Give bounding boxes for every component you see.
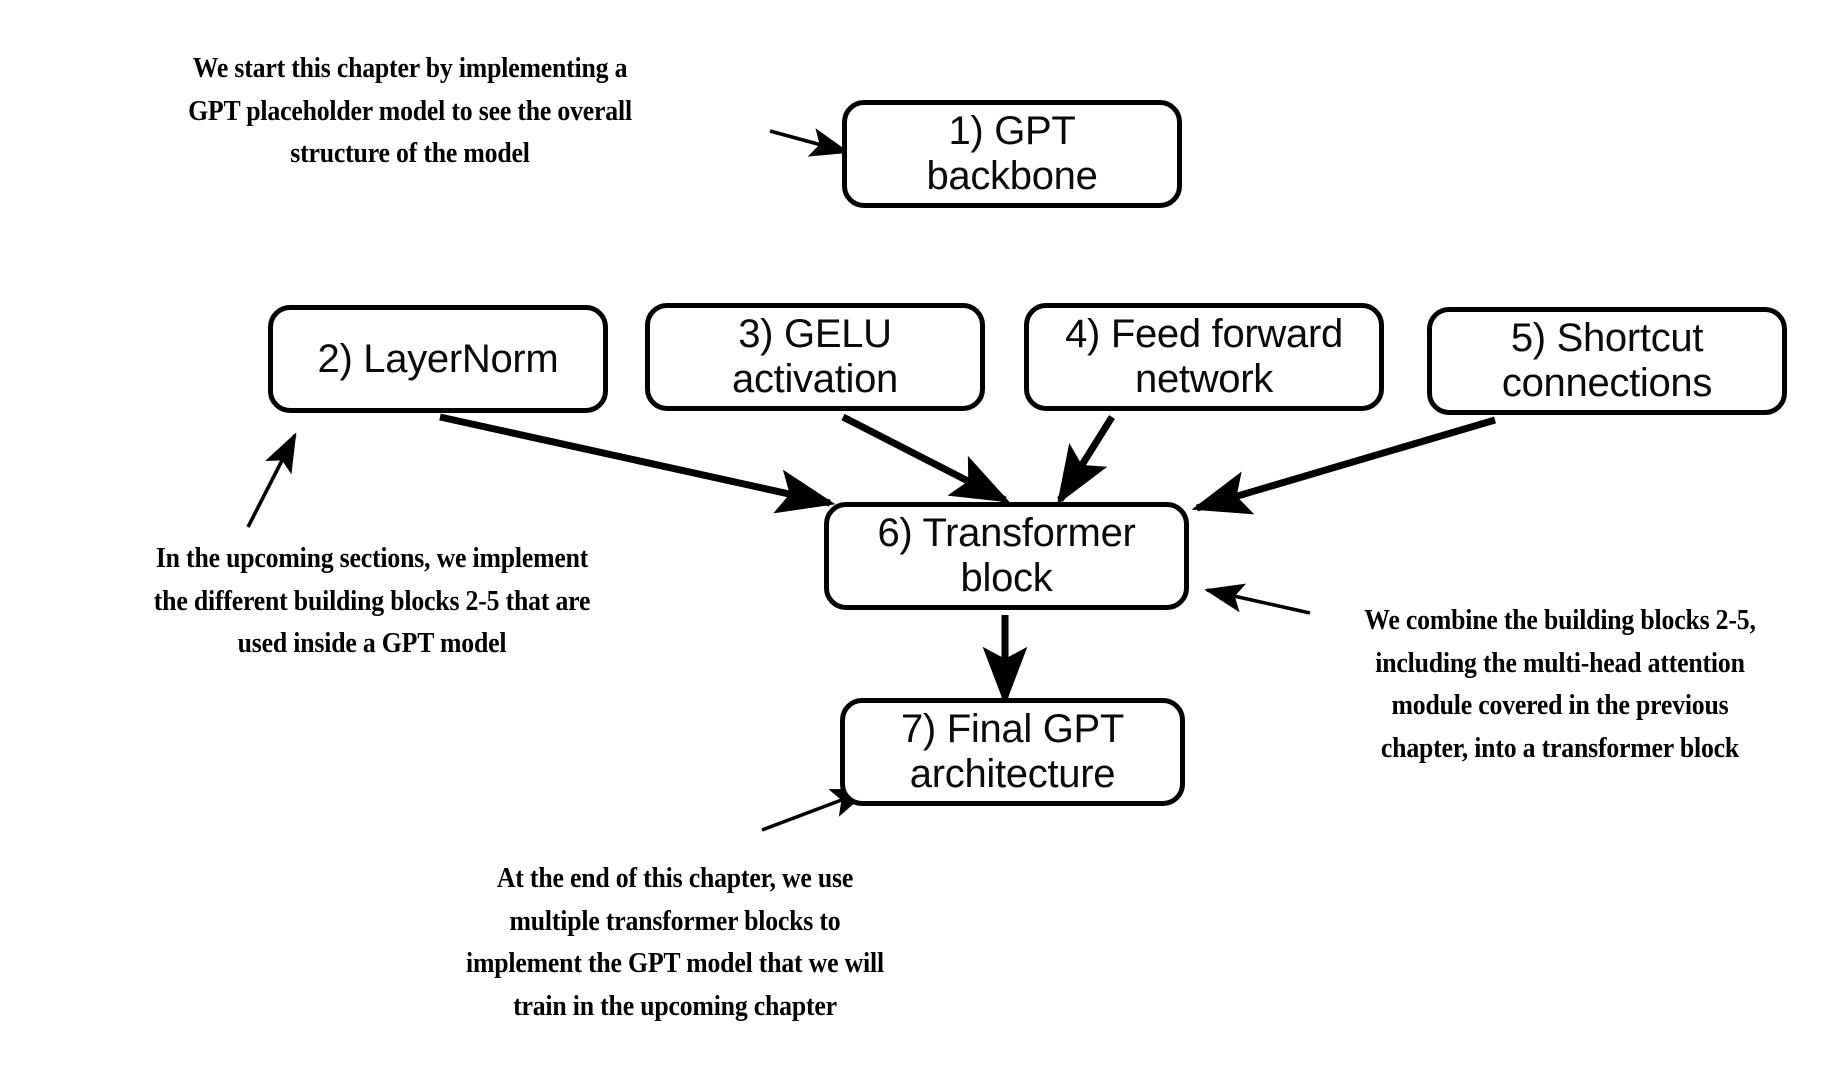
arrow-note-start-to-gpt-backbone: [769, 128, 850, 157]
note-end: At the end of this chapter, we use multi…: [466, 863, 884, 1022]
node-transformer-block[interactable]: 6) Transformer block: [824, 502, 1189, 610]
node-gpt-backbone[interactable]: 1) GPT backbone: [842, 100, 1182, 208]
node-final-gpt-architecture[interactable]: 7) Final GPT architecture: [840, 698, 1185, 806]
arrow-note-combine-to-transformer: [1204, 583, 1311, 615]
arrow-feed-forward-to-transformer: [1057, 415, 1115, 505]
node-layernorm[interactable]: 2) LayerNorm: [268, 305, 608, 413]
node-gelu-activation[interactable]: 3) GELU activation: [645, 303, 985, 411]
note-combine: We combine the building blocks 2-5, incl…: [1364, 605, 1756, 764]
arrow-note-building-blocks-to-layernorm: [246, 432, 297, 528]
arrow-layernorm-to-transformer: [439, 413, 836, 514]
arrow-shortcut-to-transformer: [1191, 416, 1496, 515]
node-feed-forward[interactable]: 4) Feed forward network: [1024, 303, 1384, 411]
node-shortcut-connections[interactable]: 5) Shortcut connections: [1427, 307, 1787, 415]
arrow-gelu-to-transformer: [841, 413, 1010, 504]
note-start: We start this chapter by implementing a …: [188, 53, 632, 170]
note-building-blocks: In the upcoming sections, we implement t…: [153, 543, 591, 660]
